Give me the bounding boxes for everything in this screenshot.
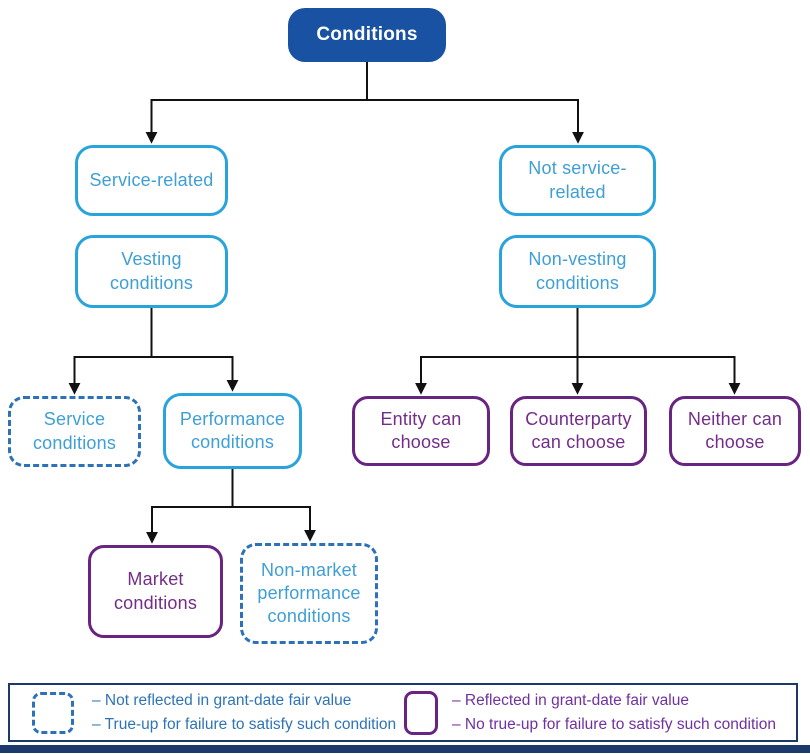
node-label: conditions — [113, 592, 198, 613]
legend-solid-group: – Reflected in grant-date fair value – N… — [404, 685, 776, 740]
node-non-vesting-conditions: Non-vesting conditions — [499, 235, 656, 308]
node-label: conditions — [190, 432, 275, 452]
node-label: Market — [127, 569, 184, 590]
node-label: can choose — [531, 432, 626, 452]
node-performance-conditions: Performance conditions — [163, 393, 302, 469]
node-service-conditions: Service conditions — [8, 396, 141, 467]
node-label: Non-vesting — [528, 249, 627, 270]
node-label: choose — [705, 432, 765, 452]
node-label: Non-market — [260, 559, 358, 580]
node-service-related: Service-related — [75, 145, 228, 216]
node-label: Neither can — [687, 408, 783, 429]
legend-item: – True-up for failure to satisfy such co… — [92, 715, 397, 733]
node-label: performance — [257, 582, 361, 603]
node-label: choose — [391, 432, 451, 452]
bottom-rule-bar — [0, 745, 810, 753]
node-label: conditions — [109, 272, 194, 293]
node-label: Vesting — [121, 249, 182, 270]
node-counterparty-can-choose: Counterparty can choose — [510, 396, 647, 466]
node-market-conditions: Market conditions — [88, 545, 223, 638]
node-not-service-related: Not service- related — [499, 145, 656, 216]
node-label: Counterparty — [525, 408, 632, 429]
legend-dashed-group: – Not reflected in grant-date fair value… — [32, 685, 396, 740]
node-label: conditions — [535, 272, 620, 293]
node-neither-can-choose: Neither can choose — [669, 396, 801, 466]
node-label: conditions — [267, 606, 351, 627]
node-label: conditions — [32, 432, 117, 453]
node-label: Conditions — [316, 23, 418, 45]
dashed-box-swatch — [32, 691, 74, 734]
node-conditions: Conditions — [288, 8, 446, 62]
node-label: Not service- — [528, 158, 627, 179]
node-label: Performance — [179, 408, 286, 429]
node-label: related — [549, 181, 606, 202]
node-label: Service-related — [89, 169, 214, 190]
legend-item: – No true-up for failure to satisfy such… — [452, 715, 776, 733]
legend: – Not reflected in grant-date fair value… — [8, 683, 798, 742]
node-label: Entity can — [380, 408, 462, 429]
node-entity-can-choose: Entity can choose — [352, 396, 490, 466]
solid-box-swatch — [404, 690, 438, 735]
node-vesting-conditions: Vesting conditions — [75, 235, 228, 308]
legend-item: – Not reflected in grant-date fair value — [92, 692, 352, 710]
node-label: Service — [43, 409, 106, 430]
legend-item: – Reflected in grant-date fair value — [452, 692, 689, 710]
node-non-market-performance-conditions: Non-market performance conditions — [240, 543, 378, 644]
